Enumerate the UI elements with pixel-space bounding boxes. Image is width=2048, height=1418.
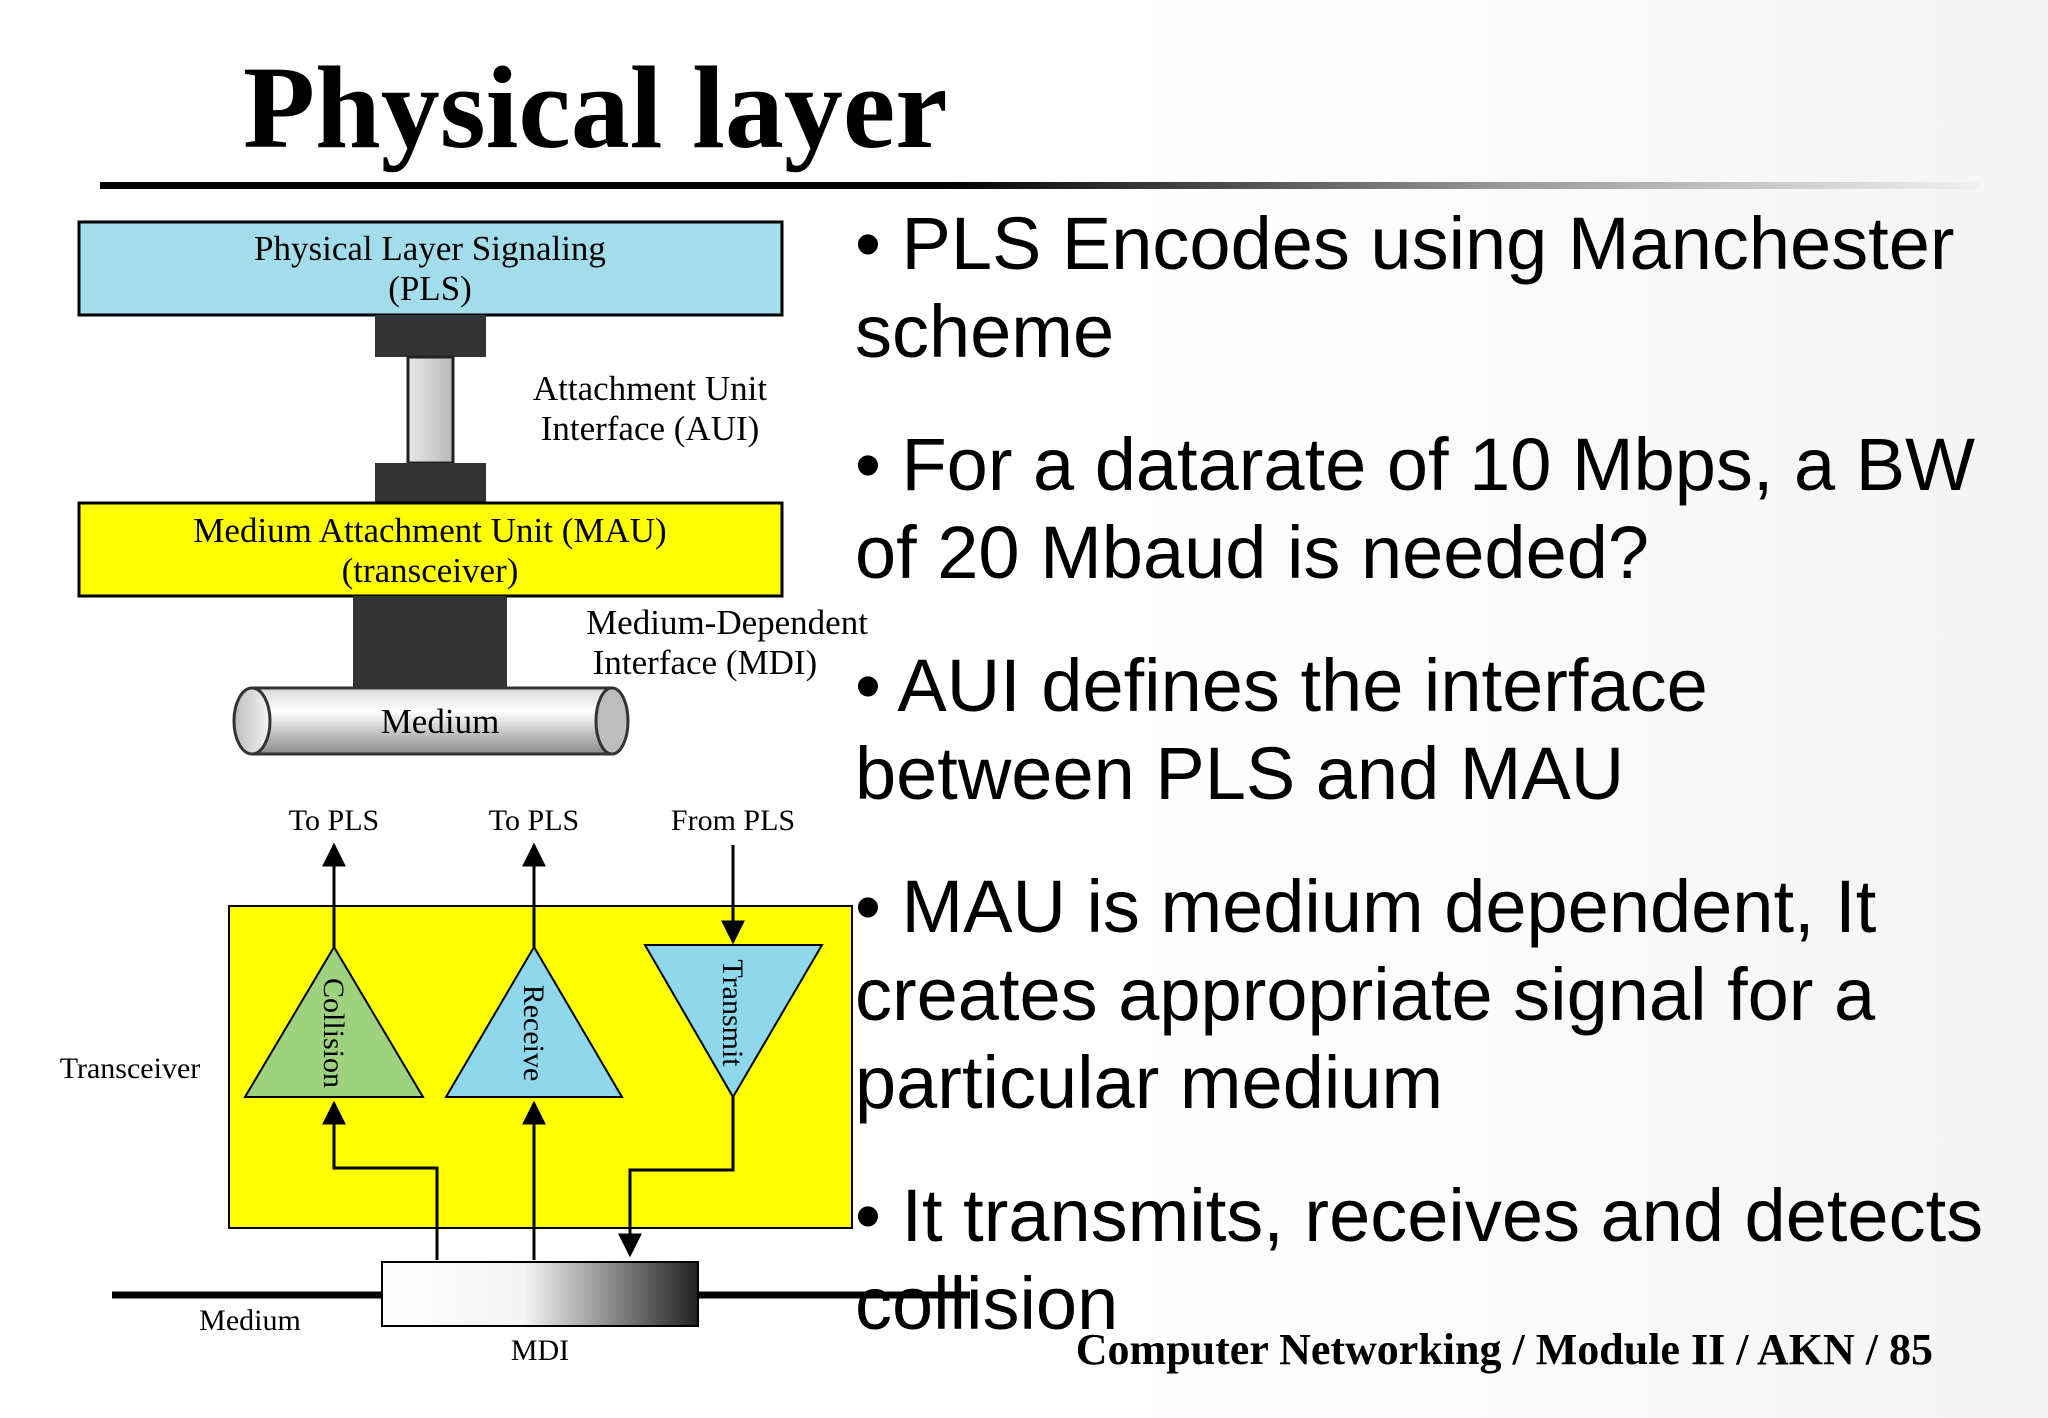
bullet-item: • AUI defines the interface between PLS …: [855, 644, 1708, 815]
bullet-list: • PLS Encodes using Manchester scheme • …: [855, 200, 2005, 1393]
pls-label-line1: Physical Layer Signaling: [254, 229, 606, 268]
collision-triangle: [243, 945, 425, 1098]
to-pls-label-collision: To PLS: [289, 804, 379, 837]
pls-label-line2: (PLS): [388, 269, 472, 308]
mdi-connector: [353, 596, 507, 688]
mdi-label-line1: Medium-Dependent: [586, 603, 868, 642]
mdi-bottom-label: MDI: [511, 1334, 569, 1367]
mdi-block: [381, 1261, 699, 1327]
aui-label-line1: Attachment Unit: [533, 369, 768, 408]
medium-cylinder: [232, 686, 630, 756]
mdi-label-line2: Interface (MDI): [593, 643, 817, 682]
mau-box: [77, 501, 784, 598]
pls-box: [77, 220, 784, 317]
aui-lower-connector: [375, 463, 486, 503]
aui-cable: [406, 355, 455, 465]
bullet-item: • It transmits, receives and detects col…: [855, 1174, 1984, 1345]
medium-bottom-label: Medium: [199, 1304, 301, 1337]
aui-upper-connector: [375, 315, 486, 357]
to-pls-label-receive: To PLS: [489, 804, 579, 837]
from-pls-label-transmit: From PLS: [671, 804, 795, 837]
slide-footer: Computer Networking / Module II / AKN / …: [1075, 1325, 1933, 1374]
transceiver-diagram: Physical Layer Signaling (PLS) Attachmen…: [60, 220, 970, 1367]
bullet-item: • For a datarate of 10 Mbps, a BW of 20 …: [855, 423, 1975, 594]
transmit-feed-line: [618, 1097, 735, 1258]
transmit-label: Transmit: [716, 959, 749, 1067]
receive-label: Receive: [517, 985, 550, 1082]
bullet-item: • PLS Encodes using Manchester scheme: [855, 202, 1955, 373]
aui-label-line2: Interface (AUI): [541, 409, 760, 448]
bullet-item: • MAU is medium dependent, It creates ap…: [855, 865, 1877, 1124]
collision-label: Collision: [317, 978, 350, 1088]
medium-top-label: Medium: [381, 702, 500, 741]
collision-feed-line: [322, 1100, 439, 1260]
transceiver-label: Transceiver: [60, 1052, 201, 1085]
slide-title: Physical layer: [243, 42, 948, 173]
receive-triangle: [444, 945, 624, 1098]
transmit-triangle: [643, 944, 824, 1099]
mau-label-line2: (transceiver): [342, 551, 519, 590]
mau-label-line1: Medium Attachment Unit (MAU): [193, 511, 666, 550]
title-underline: [100, 182, 1980, 189]
